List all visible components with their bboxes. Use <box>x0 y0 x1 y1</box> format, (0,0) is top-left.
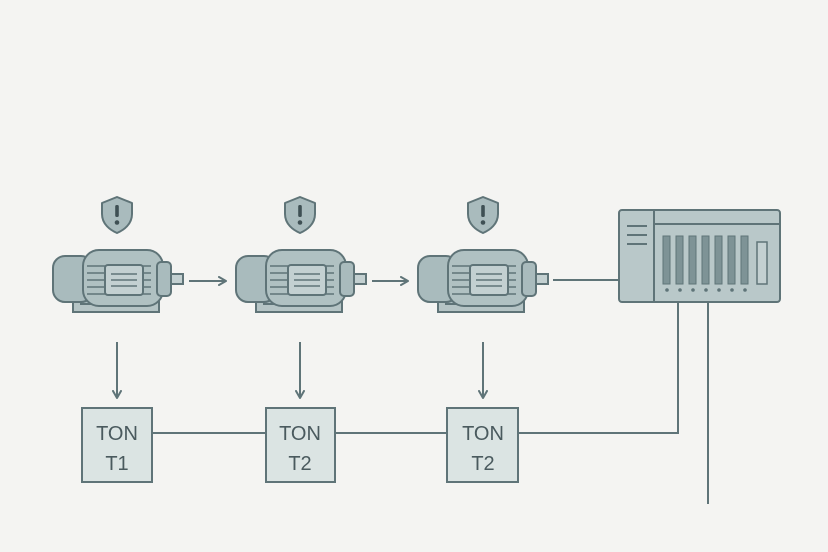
timer-name: T2 <box>471 453 494 475</box>
timer-type: TON <box>462 423 504 445</box>
plc-controller[interactable] <box>618 209 781 303</box>
shield-warning-icon <box>467 196 499 234</box>
motor-3[interactable] <box>417 249 549 313</box>
shield-warning-icon <box>284 196 316 234</box>
timer-type: TON <box>279 423 321 445</box>
plc-controller-icon <box>618 209 781 303</box>
motor-1[interactable] <box>52 249 184 313</box>
timer-block-1[interactable]: TON T1 <box>81 407 153 483</box>
warning-shield-2 <box>284 196 316 234</box>
timer-box <box>446 407 519 483</box>
timer-block-2[interactable]: TON T2 <box>265 407 336 483</box>
timer-name: T1 <box>105 453 128 475</box>
warning-shield-1 <box>101 196 133 234</box>
electric-motor-icon <box>417 249 549 313</box>
electric-motor-icon <box>235 249 367 313</box>
warning-shield-3 <box>467 196 499 234</box>
shield-warning-icon <box>101 196 133 234</box>
timer-box <box>81 407 153 483</box>
electric-motor-icon <box>52 249 184 313</box>
motor-2[interactable] <box>235 249 367 313</box>
timer-block-3[interactable]: TON T2 <box>446 407 519 483</box>
wire-timer3-to-plc <box>518 302 679 434</box>
timer-name: T2 <box>288 453 311 475</box>
timer-type: TON <box>96 423 138 445</box>
timer-box <box>265 407 336 483</box>
